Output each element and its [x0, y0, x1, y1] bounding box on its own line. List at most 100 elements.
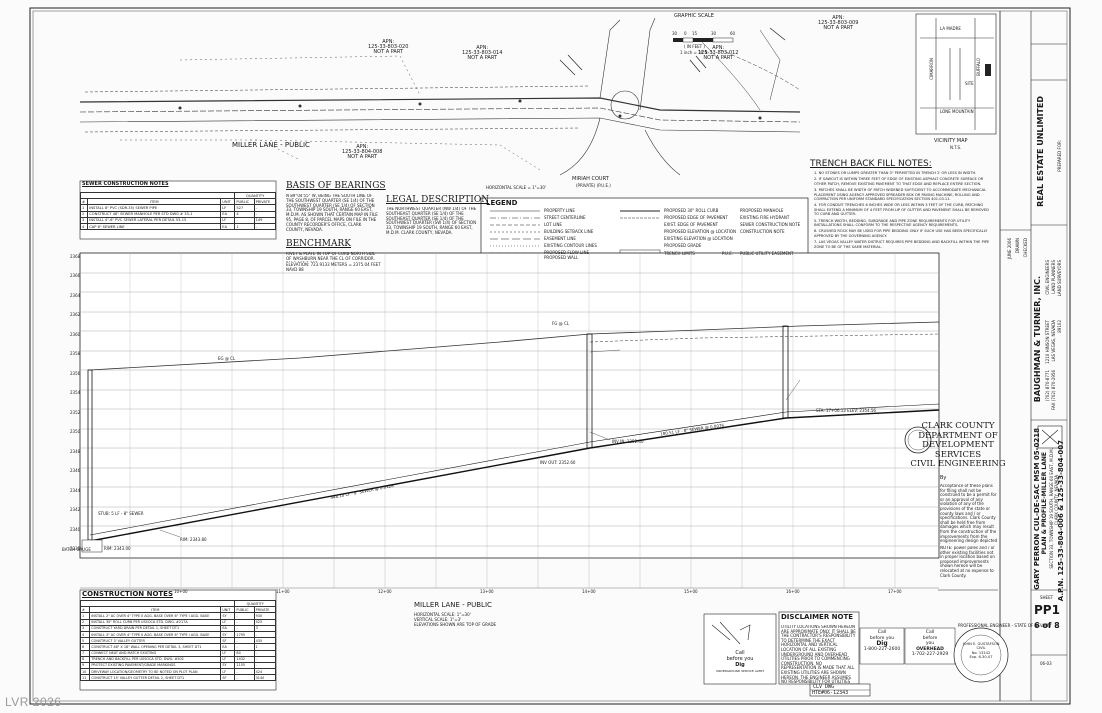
table-cell: 3140	[253, 674, 277, 682]
fg-label: FG @ CL	[552, 321, 569, 326]
county-note: NOTE: power poles and / or other existin…	[940, 546, 995, 578]
trench-notes: 1. NO STONES OR LUMPS GREATER THAN 3" PE…	[814, 171, 994, 249]
basis-title: BASIS OF BEARINGS	[286, 181, 386, 191]
legend-item: TRENCH LIMITS	[664, 251, 695, 256]
disclaimer-text: UTILITY LOCATIONS SHOWN HEREON ARE APPRO…	[781, 625, 856, 683]
legend-item: EXISTING ELEVATION @ LOCATION	[664, 236, 733, 241]
street-label-miller: MILLER LANE - PUBLIC	[232, 141, 310, 149]
trench-note: 5. TRENCH WIDTH, BEDDING, SUBGRADE AND P…	[814, 218, 971, 228]
scale-tick-4: 60	[730, 31, 736, 36]
legend-item: PROPOSED MANHOLE	[740, 208, 784, 213]
station-label: 12+00	[378, 589, 392, 594]
legend-item: PROPOSED EDGE OF PAVEMENT	[664, 215, 728, 220]
legend-pue: P.U.E.	[722, 251, 734, 256]
overhead-call: Call	[925, 630, 935, 635]
dig-phone: 1-800-227-2600	[863, 646, 901, 652]
elev-label: 2348	[70, 449, 81, 454]
firm-zip: 89102	[1057, 320, 1062, 333]
station-label: 17+00	[888, 589, 902, 594]
stamp-exp: Exp. 6-30-07	[969, 655, 993, 660]
legend-item: CONSTRUCTION NOTE	[740, 229, 785, 234]
sheet-number: PP1	[1034, 603, 1060, 617]
trench-note: 1. NO STONES OR LUMPS GREATER THAN 3" PE…	[814, 171, 977, 175]
county-line: CIVIL ENGINEERING	[910, 459, 1006, 469]
elev-label: 2340	[70, 527, 81, 532]
sewer-notes-title: SEWER CONSTRUCTION NOTES	[82, 181, 169, 187]
street-label-miriah-sub: (PRIVATE) (P.U.E.)	[576, 183, 611, 188]
elev-label: 2366	[70, 273, 81, 278]
trench-note: 3. PATCHES SHALL BE WIDTH OF PATCH WIDEN…	[814, 188, 987, 202]
stamp-ring: PROFESSIONAL ENGINEER - STATE OF NEVADA	[958, 623, 1051, 628]
elev-label: 2344	[70, 488, 81, 493]
elev-label: 2354	[70, 390, 81, 395]
eg-label: EG @ CL	[218, 356, 236, 361]
horizontal-scale-plan: HORIZONTAL SCALE = 1"=30'	[486, 185, 547, 190]
county-block: CLARK COUNTY DEPARTMENT OF DEVELOPMENT S…	[908, 421, 1008, 470]
table-cell: CAP 6" SEWER LINE	[87, 222, 222, 231]
legend-item: PROPOSED FLOW LINE	[544, 250, 590, 255]
scale-tick-0: 30	[672, 31, 678, 36]
station-label: 15+00	[684, 589, 698, 594]
prepared-for: PREPARED FOR:	[1057, 140, 1062, 172]
vicinity-road-cimarron: CIMARRON	[929, 58, 934, 80]
county-line: SERVICES	[934, 449, 982, 460]
scale-unit: ( IN FEET )	[684, 44, 705, 49]
elev-label: 2360	[70, 332, 81, 337]
legend-item: PROPERTY LINE	[544, 208, 575, 213]
table-cell: 11	[79, 674, 91, 682]
table-cell: CONSTRUCT 15' VALLEY GUTTER DETAIL 2, SH…	[89, 674, 222, 682]
sheet-of: 6 of 8	[1034, 621, 1060, 630]
title-checked: CHECKED	[1023, 238, 1028, 258]
overhead-before: before	[922, 635, 938, 641]
benchmark-text: RIVET & PLATE IN TOP OF CURB NORTH SIDE …	[286, 252, 376, 262]
sewer-stub-label: STUB: 5 LF - 8" SEWER	[98, 511, 144, 516]
graphic-scale-title: GRAPHIC SCALE	[674, 13, 714, 19]
legend-item: PROPOSED WALL	[544, 255, 579, 260]
overhead-you: you	[925, 641, 935, 646]
profile-street-label: MILLER LANE - PUBLIC	[414, 601, 492, 609]
legend-item: EXISTING FIRE HYDRANT	[740, 215, 790, 220]
firm-line3: LAND PLANNERS	[1051, 260, 1056, 294]
legend-item: EASEMENT LINE	[544, 236, 576, 241]
inv-in-label: INV IN: 2352.40	[612, 439, 644, 444]
dig-before: before you	[726, 656, 754, 662]
stub-label: STA: 17+06.13 ELEV: 2354.56	[816, 408, 876, 413]
table-cell: -	[253, 222, 277, 231]
legend-item: PROPOSED GRADE	[664, 243, 702, 248]
elev-label: 2362	[70, 312, 81, 317]
station-label: 10+00	[174, 589, 188, 594]
county-line: CLARK COUNTY	[921, 421, 995, 431]
legend-item: PROPOSED ELEVATION @ LOCATION	[664, 229, 737, 234]
project-title: GARY PERRON CUL-DE-SAC MSM 05-0218	[1033, 428, 1041, 590]
elev-label: 2342	[70, 507, 81, 512]
dig-box: Call before you Dig 1-800-227-2600	[860, 630, 904, 652]
firm-fax: FAX (702) 870-2956	[1051, 370, 1056, 410]
elev-label: 2368	[70, 254, 81, 259]
station-label: 11+00	[276, 589, 290, 594]
dig-call: Call	[735, 650, 745, 656]
inv-out-label: INV OUT: 2352.60	[540, 460, 576, 465]
table-cell: -	[234, 674, 255, 682]
station-label: 13+00	[480, 589, 494, 594]
trench-note: 4. FOR CONDUIT TRENCHES 6 INCHES WIDE OR…	[814, 203, 989, 217]
legend-item: PROPOSED 30" ROLL CURB	[664, 208, 719, 213]
stamp-number: No. 13142	[971, 650, 991, 655]
benchmark-datum: NAVD 88	[286, 267, 304, 272]
county-line: DEVELOPMENT	[922, 440, 994, 450]
firm-name: BAUGHMAN & TURNER, INC.	[1033, 276, 1042, 403]
project-subtitle: PLAN & PROFILE-MILLER LANE	[1041, 452, 1048, 555]
batch-gauge-label: BATCH GAUGE	[62, 547, 91, 552]
elev-label: 2346	[70, 468, 81, 473]
project-apn: A.P.N. 125-33-804-006 & 125-33-804-007	[1057, 440, 1065, 602]
rim-label: RIM: 2343.80	[180, 537, 207, 542]
station-label: 14+00	[582, 589, 596, 594]
dig-box-call: Call	[877, 630, 887, 635]
legend-item: EXISTING CONTOUR LINES	[544, 243, 597, 248]
